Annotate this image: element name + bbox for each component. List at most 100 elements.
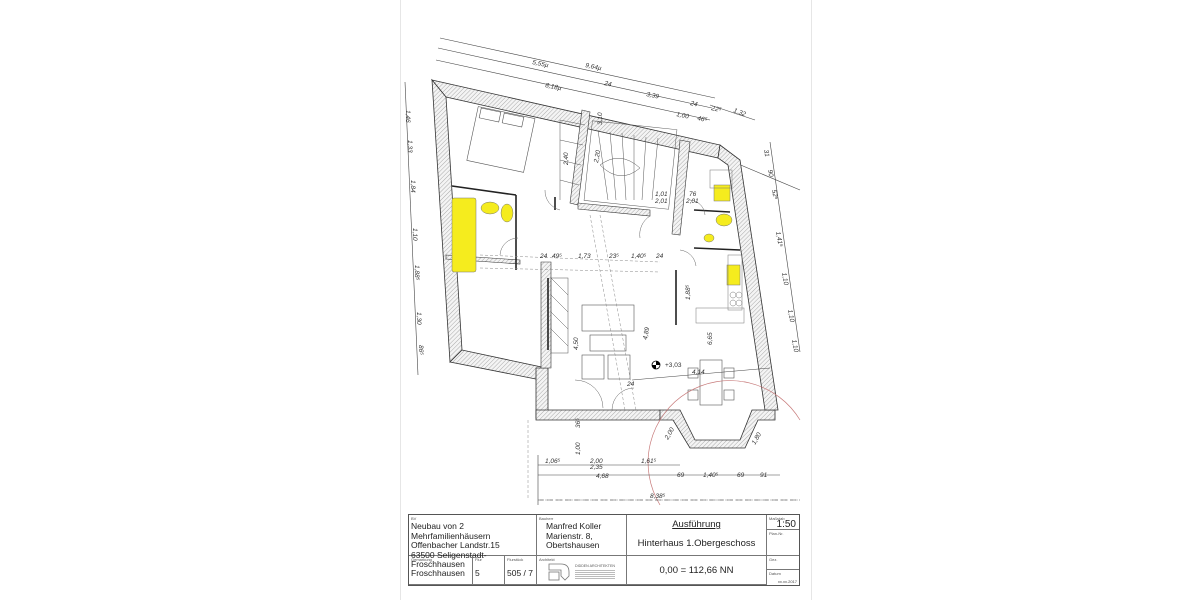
dim-int-24c: 24 — [626, 381, 635, 388]
dim-int-1885: 1,88⁵ — [685, 284, 692, 300]
elevation-cell: 0,00 = 112,66 NN — [627, 556, 767, 585]
dim-int-24b: 24 — [655, 253, 664, 260]
dim-int-310: 3,10 — [597, 112, 604, 125]
dim-top-7: 22⁵ — [710, 105, 722, 114]
left-dimension-line — [404, 81, 419, 376]
dim-int-450: 4,50 — [573, 337, 580, 350]
kitchen-counter — [695, 169, 745, 324]
datum-value: xx.xx.2017 — [777, 579, 797, 584]
dim-int-489: 4,89 — [642, 326, 651, 340]
dim-left-5: 1,88⁵ — [413, 265, 420, 281]
dim-top-4: 24 — [603, 80, 613, 89]
dim-int-180: 1,80 — [751, 431, 764, 446]
dim-right-6: 1,10 — [786, 309, 795, 323]
dim-bot-69a: 69 — [677, 472, 685, 479]
dim-int-201a: 2,01 — [654, 198, 668, 205]
dim-bot-1405: 1,40⁵ — [703, 472, 719, 479]
bed — [466, 106, 536, 173]
staircase — [559, 119, 678, 210]
guest-toilet — [715, 213, 733, 227]
scale-value: 1:50 — [776, 519, 796, 530]
coffee-table — [589, 334, 627, 352]
toilet — [500, 203, 514, 223]
dim-int-101: 1,01 — [655, 191, 668, 198]
dim-right-2: 90 — [766, 169, 774, 178]
dim-left-4: 1,10 — [411, 228, 418, 241]
plan-title: Hinterhaus 1.Obergeschoss — [637, 538, 756, 549]
guest-washbasin — [703, 233, 715, 243]
gez-cell: Gez. — [767, 556, 799, 570]
dim-top-8: 1,32 — [732, 107, 747, 118]
dim-int-235: 23⁵ — [608, 253, 619, 260]
sofa — [581, 304, 635, 332]
dim-bot-69b: 69 — [737, 472, 745, 479]
thin-partitions — [451, 185, 741, 350]
dim-bot-235: 2,35 — [589, 464, 603, 471]
armchair-1 — [581, 354, 605, 380]
dim-int-220: 2,20 — [593, 149, 602, 164]
dim-top-10: 46⁵ — [697, 115, 708, 124]
dim-bot-1065: 1,06⁵ — [545, 458, 561, 465]
reference-elevation: 0,00 = 112,66 NN — [659, 565, 734, 576]
gemarkung-cell: Gemarkung Froschhausen — [409, 556, 473, 585]
dim-right-4: 1,41⁵ — [774, 231, 784, 248]
dim-top-6: 24 — [689, 100, 699, 109]
washbasin — [480, 201, 500, 215]
flur-value: 5 — [475, 568, 480, 578]
dim-right-7: 1,10 — [790, 339, 799, 353]
dim-int-1405: 1,40⁵ — [631, 253, 647, 260]
dim-int-24a: 24 — [539, 253, 548, 260]
bottom-dimension-lines — [537, 455, 800, 505]
title-block: BV Neubau von 2 Mehrfamilienhäusern Offe… — [408, 514, 800, 586]
exterior-walls — [430, 78, 779, 449]
flur-cell: Flur 5 — [473, 556, 505, 585]
dim-int-201b: 2,01 — [685, 198, 699, 205]
svg-text:+3,03: +3,03 — [665, 362, 682, 369]
dim-top-3: 8,18µ — [545, 82, 563, 92]
bathroom-fixtures — [451, 184, 741, 286]
gemarkung-value: Froschhausen — [411, 568, 465, 578]
dim-int-173: 1,73 — [578, 253, 591, 260]
dim-bot-8385: 8,38⁵ — [650, 493, 666, 500]
dim-int-200: 2,00 — [663, 426, 676, 442]
dim-bot-1615: 1,61⁵ — [641, 458, 657, 465]
door-swings — [499, 189, 706, 411]
dim-top-5: 3,39 — [646, 91, 660, 101]
datum-cell: Datum xx.xx.2017 — [769, 571, 797, 584]
plan-title-cell: Ausführung Hinterhaus 1.Obergeschoss — [627, 515, 767, 556]
dim-left-6: 1,30 — [415, 312, 422, 325]
dim-int-365: 36⁵ — [575, 418, 582, 428]
dim-int-414: 4,14 — [692, 369, 705, 376]
dim-left-3: 1,84 — [409, 180, 416, 193]
dim-int-240: 2,40 — [563, 152, 570, 166]
armchair-2 — [607, 354, 631, 380]
dim-top-2: 9,64µ — [585, 62, 603, 72]
dim-top-1: 5,55µ — [532, 59, 550, 69]
dim-left-1: 1,46 — [404, 110, 411, 123]
project-cell: BV Neubau von 2 Mehrfamilienhäusern Offe… — [409, 515, 537, 569]
elevation-marker: +3,03 — [651, 360, 682, 370]
architect-contact-lines — [575, 569, 615, 579]
living-furniture — [581, 304, 735, 406]
wardrobe — [550, 277, 569, 354]
scale-cell: Maßstab 1:50 — [767, 515, 799, 530]
dim-right-1: 31 — [762, 149, 770, 158]
owner-cell: Bauherr Manfred Koller Marienstr. 8, Obe… — [537, 515, 627, 556]
architect-logo-icon — [548, 563, 570, 581]
plan-nr-cell: Plan-Nr. — [767, 530, 799, 556]
plan-status: Ausführung — [672, 519, 721, 530]
top-dimension-lines — [435, 37, 756, 121]
dim-top-9: 1,00 — [676, 111, 690, 121]
dim-left-2: 1,33 — [406, 140, 413, 153]
architect-cell: Architekt DIDDEN ARCHITEKTEN — [537, 556, 627, 585]
radius-arc — [647, 380, 801, 506]
dim-bot-200: 2,00 — [589, 458, 603, 465]
dim-int-665: 6,65 — [707, 332, 714, 345]
owner-address: Manfred Koller Marienstr. 8, Obertshause… — [546, 521, 602, 550]
washing-machine — [713, 184, 731, 202]
dim-bot-91: 91 — [760, 472, 768, 479]
flurstueck-cell: Flurstück 505 / 7 — [505, 556, 537, 585]
dim-right-3: 52⁵ — [770, 189, 779, 200]
flurstueck-value: 505 / 7 — [507, 568, 533, 578]
